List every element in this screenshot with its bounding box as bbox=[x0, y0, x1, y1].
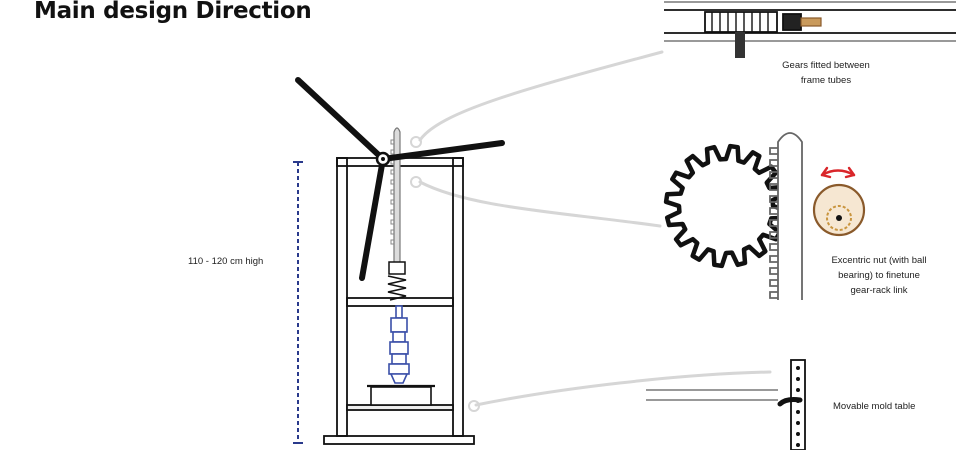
nut-bolt bbox=[836, 215, 842, 221]
gear-shaft-stub bbox=[800, 17, 822, 27]
adjust-arrow-icon bbox=[820, 166, 856, 179]
callout-dot-gears bbox=[410, 136, 422, 148]
piston-segment-3 bbox=[389, 341, 409, 355]
gear-body bbox=[704, 11, 778, 33]
adjust-arrow-head-right bbox=[844, 166, 856, 179]
table-callout-line-1: Movable mold table bbox=[833, 401, 916, 412]
adjust-arrow-head-left bbox=[820, 166, 832, 179]
gear-bearing bbox=[782, 13, 802, 31]
nut-callout-line-2: bearing) to finetune bbox=[838, 270, 920, 281]
gears-detail bbox=[664, 1, 956, 58]
page-title: Main design Direction bbox=[34, 0, 312, 24]
frame-middle-beam bbox=[346, 297, 454, 307]
ball-bearing bbox=[826, 205, 852, 231]
piston-segment-2 bbox=[392, 331, 406, 343]
frame-base bbox=[323, 435, 475, 445]
piston-segment-4 bbox=[391, 353, 407, 365]
nut-callout-line-3: gear-rack link bbox=[850, 285, 908, 296]
post-hole bbox=[796, 443, 800, 447]
handle-arm-right bbox=[380, 140, 505, 162]
frame-post-left bbox=[336, 157, 348, 437]
rack-top bbox=[393, 127, 401, 271]
perforated-post bbox=[790, 359, 806, 450]
handle-arm-upper bbox=[295, 77, 386, 162]
frame-post-right bbox=[452, 157, 464, 437]
rack-column bbox=[387, 127, 407, 301]
callout-dot-table bbox=[468, 400, 480, 412]
gears-callout-line-1: Gears fitted between bbox=[782, 60, 870, 71]
mold-table-detail bbox=[646, 359, 806, 450]
press-piston bbox=[388, 305, 410, 384]
handle-arm-lower bbox=[359, 156, 386, 281]
pinion-rack-detail bbox=[663, 132, 866, 300]
callout-lines bbox=[410, 50, 772, 412]
mold bbox=[367, 384, 435, 406]
nut-callout-label: Excentric nut (with ball bearing) to fin… bbox=[820, 253, 938, 298]
post-hole bbox=[796, 432, 800, 436]
post-hole bbox=[796, 410, 800, 414]
piston-segment-1 bbox=[390, 317, 408, 333]
excentric-nut bbox=[812, 183, 866, 237]
adjust-arrow-curve bbox=[820, 169, 856, 177]
post-hole bbox=[796, 377, 800, 381]
callout-dot-rack bbox=[410, 176, 422, 188]
piston-head bbox=[388, 363, 410, 375]
mold-body bbox=[370, 386, 432, 406]
gear-rack bbox=[777, 132, 803, 300]
table-locking-pin bbox=[777, 397, 803, 407]
piston-rod-upper bbox=[395, 305, 403, 319]
post-hole bbox=[796, 366, 800, 370]
height-dimension-label: 110 - 120 cm high bbox=[188, 254, 263, 269]
callout-line-gears bbox=[418, 50, 664, 142]
callout-line-table bbox=[474, 370, 772, 407]
spring-coil bbox=[387, 275, 407, 301]
post-hole bbox=[796, 388, 800, 392]
spring-collar bbox=[388, 261, 406, 275]
table-callout-label: Movable mold table bbox=[833, 399, 915, 414]
callout-line-rack bbox=[418, 180, 662, 228]
nut-callout-line-1: Excentric nut (with ball bbox=[831, 255, 927, 266]
rack-teeth bbox=[390, 139, 394, 245]
height-dimension-text: 110 - 120 cm high bbox=[188, 256, 264, 267]
post-hole bbox=[796, 421, 800, 425]
handle-hub-center bbox=[381, 157, 385, 161]
press-handle bbox=[295, 77, 505, 281]
gear-rack-teeth bbox=[769, 147, 778, 299]
pinion-gear bbox=[663, 143, 789, 269]
gears-callout-label: Gears fitted between frame tubes bbox=[776, 58, 876, 88]
height-dimension bbox=[293, 161, 303, 444]
gear-teeth bbox=[711, 12, 769, 32]
gears-callout-line-2: frame tubes bbox=[800, 75, 852, 86]
piston-tip bbox=[389, 373, 409, 384]
gear-axle bbox=[735, 32, 745, 58]
